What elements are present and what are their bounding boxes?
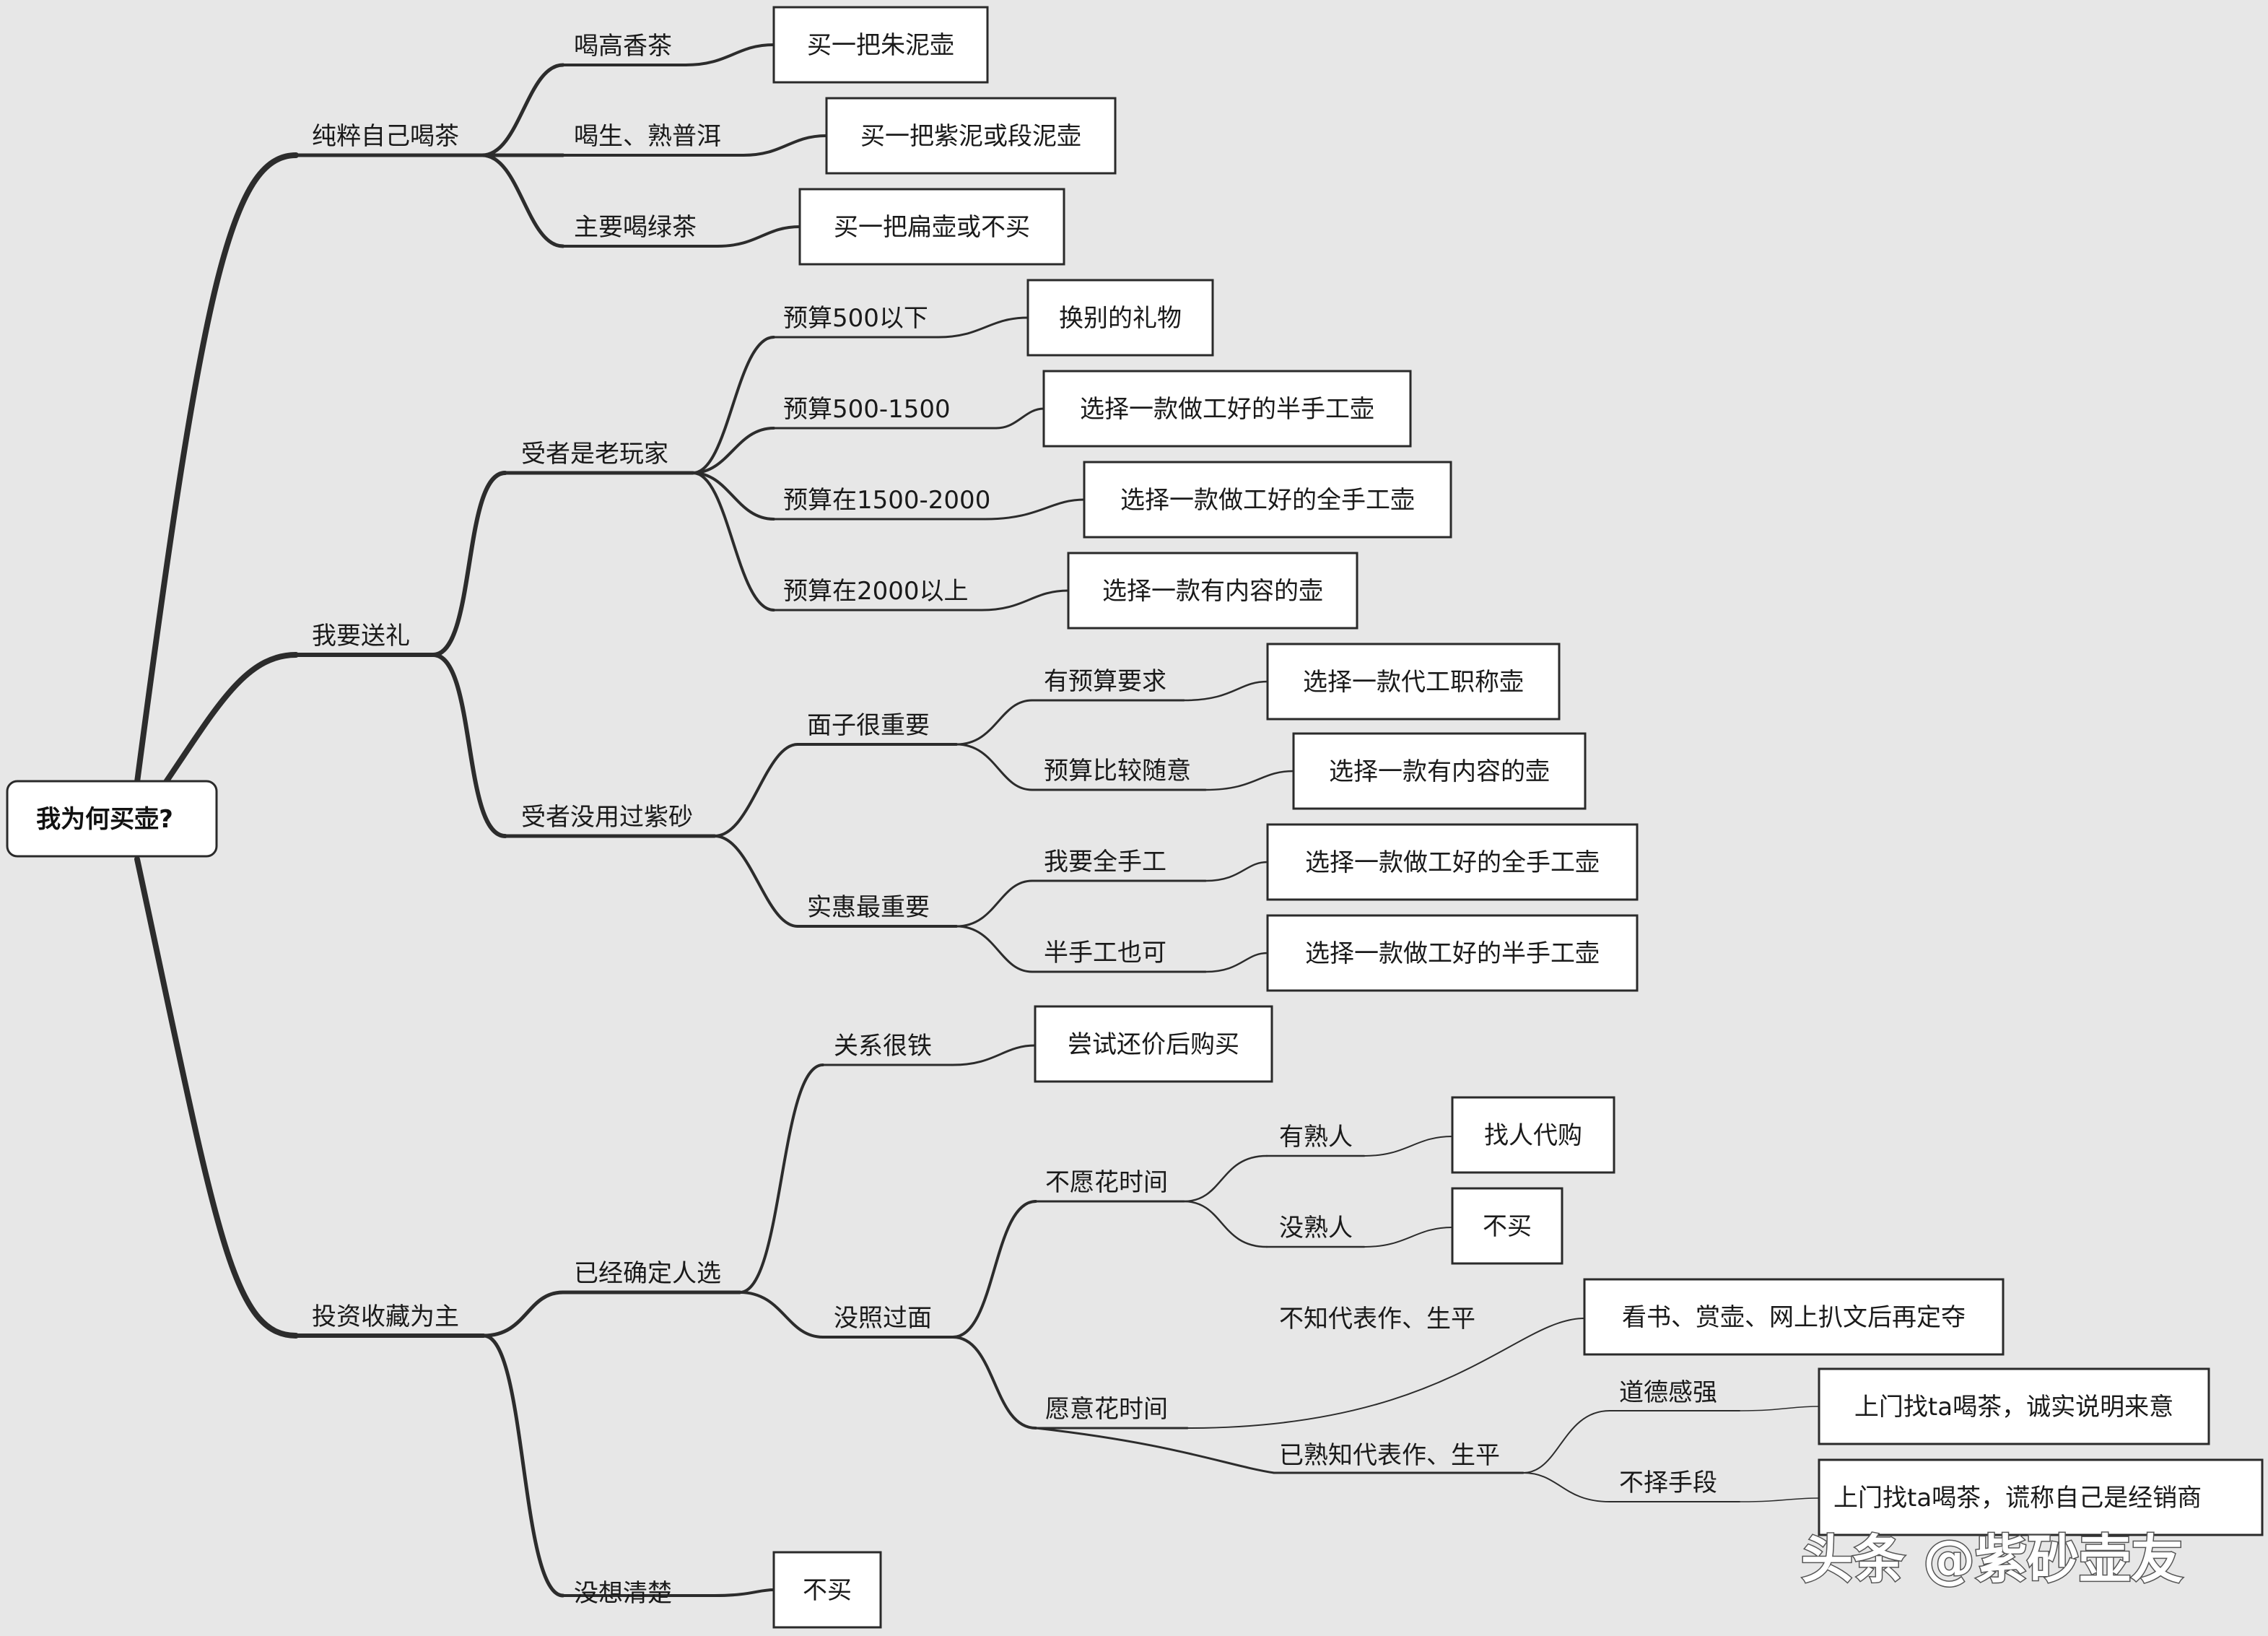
node-label-has-acquaintance[interactable]: 有熟人 [1279, 1123, 1353, 1152]
result-box-no-buy[interactable]: 不买 [772, 1551, 882, 1629]
node-label-budget-under-500[interactable]: 预算500以下 [783, 304, 928, 333]
result-box-frame [1451, 1096, 1615, 1174]
result-box-frame [1034, 1005, 1273, 1083]
node-label-willing-time[interactable]: 愿意花时间 [1045, 1395, 1168, 1424]
result-box-full-handmade-pot-2[interactable]: 选择一款做工好的全手工壶 [1266, 823, 1639, 901]
node-label-budget-required[interactable]: 有预算要求 [1044, 667, 1166, 696]
branch-label-gift[interactable]: 我要送礼 [312, 622, 410, 651]
node-label-no-time[interactable]: 不愿花时间 [1045, 1168, 1168, 1197]
result-text: 换别的礼物 [1059, 304, 1182, 333]
result-box-frame [1042, 370, 1412, 448]
result-box-frame [772, 6, 989, 84]
node-label-puer[interactable]: 喝生、熟普洱 [574, 122, 721, 151]
root-node[interactable]: 我为何买壶? [6, 780, 218, 858]
result-text: 找人代购 [1484, 1121, 1582, 1150]
node-label-green-tea[interactable]: 主要喝绿茶 [574, 213, 697, 242]
node-label-veteran-recipient[interactable]: 受者是老玩家 [521, 440, 668, 469]
node-label-new-recipient[interactable]: 受者没用过紫砂 [521, 803, 693, 832]
node-label-budget-500-1500[interactable]: 预算500-1500 [783, 395, 951, 424]
result-box-frame [1266, 914, 1639, 992]
node-label-high-aroma-tea[interactable]: 喝高香茶 [574, 32, 672, 61]
result-box-content-pot-2[interactable]: 选择一款有内容的壶 [1292, 732, 1587, 810]
branch-label-self-drinking[interactable]: 纯粹自己喝茶 [312, 122, 459, 151]
result-text: 选择一款做工好的半手工壶 [1080, 395, 1374, 424]
node-label-any-means[interactable]: 不择手段 [1619, 1469, 1717, 1497]
result-box-research-first[interactable]: 看书、赏壶、网上扒文后再定夺 [1583, 1278, 2005, 1356]
result-box-frame [772, 1551, 882, 1629]
result-box-frame [1583, 1278, 2005, 1356]
node-label-never-met[interactable]: 没照过面 [834, 1304, 932, 1333]
result-box-frame [1067, 552, 1358, 630]
node-label-known-works[interactable]: 已熟知代表作、生平 [1279, 1441, 1500, 1470]
result-box-full-handmade-pot[interactable]: 选择一款做工好的全手工壶 [1083, 461, 1452, 539]
result-text: 上门找ta喝茶，诚实说明来意 [1854, 1393, 2173, 1422]
result-box-other-gift[interactable]: 换别的礼物 [1026, 279, 1214, 357]
result-text: 上门找ta喝茶，谎称自己是经销商 [1833, 1484, 2202, 1513]
node-label-half-handmade-ok[interactable]: 半手工也可 [1044, 939, 1166, 967]
result-text: 选择一款有内容的壶 [1102, 577, 1323, 606]
node-label-not-thought-through[interactable]: 没想清楚 [574, 1579, 672, 1608]
result-box-no-buy-2[interactable]: 不买 [1451, 1187, 1563, 1265]
node-label-face-matters[interactable]: 面子很重要 [807, 711, 930, 740]
result-box-content-pot[interactable]: 选择一款有内容的壶 [1067, 552, 1358, 630]
result-text: 选择一款有内容的壶 [1329, 757, 1550, 786]
result-text: 买一把紫泥或段泥壶 [860, 122, 1081, 151]
connector-lines [134, 43, 1820, 1598]
result-text: 看书、赏壶、网上扒文后再定夺 [1622, 1303, 1966, 1332]
branch-label-investment[interactable]: 投资收藏为主 [312, 1302, 459, 1331]
result-text: 尝试还价后购买 [1068, 1030, 1239, 1059]
result-box-honest-visit[interactable]: 上门找ta喝茶，诚实说明来意 [1818, 1367, 2210, 1445]
node-label-budget-flexible[interactable]: 预算比较随意 [1044, 757, 1191, 786]
result-box-dealer-pretext-visit[interactable]: 上门找ta喝茶，谎称自己是经销商 [1818, 1458, 2264, 1536]
result-box-proxy-buy[interactable]: 找人代购 [1451, 1096, 1615, 1174]
result-box-frame [1818, 1367, 2210, 1445]
result-text: 不买 [1483, 1212, 1532, 1241]
result-box-frame [1266, 823, 1639, 901]
node-label-person-decided[interactable]: 已经确定人选 [574, 1259, 721, 1288]
result-box-titled-pot[interactable]: 选择一款代工职称壶 [1266, 643, 1561, 721]
watermark-text: 头条 @紫砂壶友 [1801, 1529, 2183, 1590]
root-label: 我为何买壶? [36, 805, 173, 834]
result-box-frame [1292, 732, 1587, 810]
result-text: 选择一款做工好的半手工壶 [1305, 939, 1600, 968]
result-text: 买一把扁壶或不买 [834, 213, 1030, 242]
result-box-frame [1451, 1187, 1563, 1265]
node-label-value-matters[interactable]: 实惠最重要 [807, 893, 930, 922]
node-label-budget-over-2000[interactable]: 预算在2000以上 [783, 577, 969, 606]
result-box-frame [798, 188, 1065, 266]
result-text: 不买 [803, 1576, 852, 1605]
result-box-flat-pot[interactable]: 买一把扁壶或不买 [798, 188, 1065, 266]
result-box-half-handmade-pot[interactable]: 选择一款做工好的半手工壶 [1042, 370, 1412, 448]
node-label-close-relationship[interactable]: 关系很铁 [834, 1032, 932, 1061]
node-label-budget-1500-2000[interactable]: 预算在1500-2000 [783, 486, 990, 515]
result-box-frame [825, 97, 1117, 175]
root-node-box [6, 780, 218, 858]
result-box-frame [1026, 279, 1214, 357]
node-label-want-full-handmade[interactable]: 我要全手工 [1044, 848, 1166, 876]
result-box-half-handmade-pot-2[interactable]: 选择一款做工好的半手工壶 [1266, 914, 1639, 992]
result-box-frame [1083, 461, 1452, 539]
result-box-zini-duanni-pot[interactable]: 买一把紫泥或段泥壶 [825, 97, 1117, 175]
result-box-zhuni-pot[interactable]: 买一把朱泥壶 [772, 6, 989, 84]
result-text: 买一把朱泥壶 [807, 31, 954, 60]
node-label-no-acquaintance[interactable]: 没熟人 [1279, 1214, 1353, 1243]
node-label-strong-morals[interactable]: 道德感强 [1619, 1378, 1717, 1407]
result-text: 选择一款做工好的全手工壶 [1120, 486, 1415, 515]
result-box-frame [1818, 1458, 2264, 1536]
node-label-unknown-works[interactable]: 不知代表作、生平 [1279, 1305, 1475, 1333]
result-box-bargain-buy[interactable]: 尝试还价后购买 [1034, 1005, 1273, 1083]
result-text: 选择一款代工职称壶 [1303, 668, 1524, 697]
result-box-frame [1266, 643, 1561, 721]
result-text: 选择一款做工好的全手工壶 [1305, 848, 1600, 877]
